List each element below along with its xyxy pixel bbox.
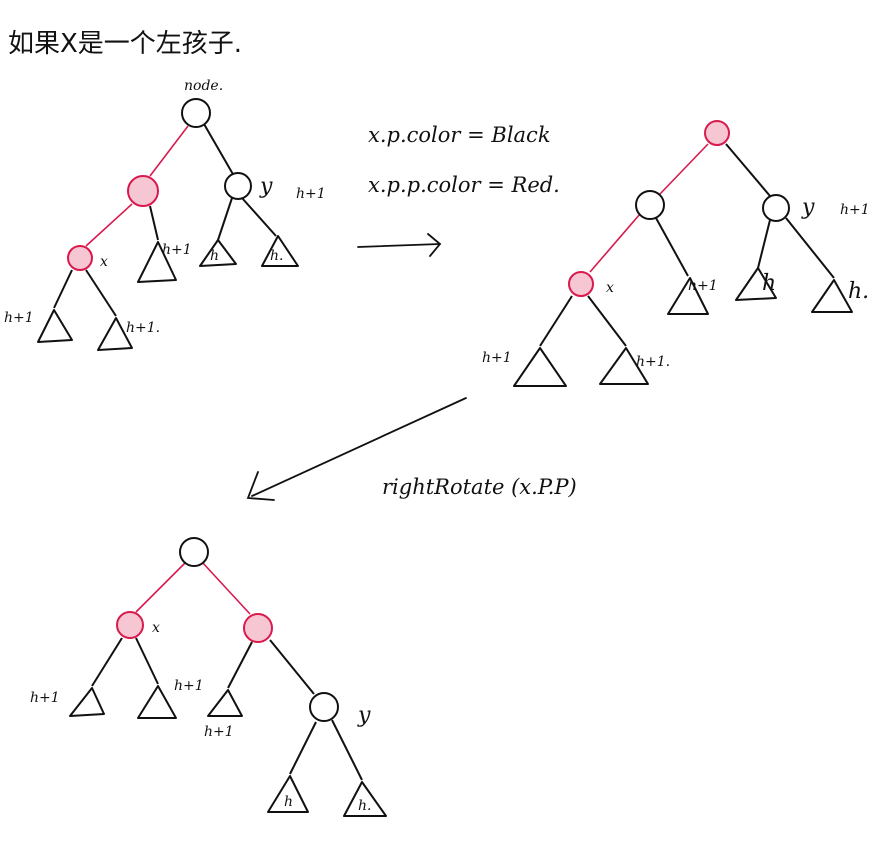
edge-y-left — [757, 219, 771, 269]
node-grandparent-red — [243, 613, 273, 643]
node-y — [309, 692, 339, 722]
node-root-black — [179, 537, 209, 567]
subtree-y-left — [267, 775, 309, 813]
node-x-red — [67, 245, 93, 271]
node-parent-red — [127, 175, 159, 207]
subtree-y-left — [199, 239, 237, 267]
label-h-plus-1: h+1 — [482, 350, 512, 366]
arrow-step2 — [246, 397, 467, 501]
subtree-y-right — [343, 781, 387, 817]
label-x: x — [152, 620, 160, 636]
node-x-red — [568, 271, 594, 297]
edge-y-right — [331, 719, 363, 781]
label-h-plus-1: h+1 — [688, 278, 718, 294]
edge-root-y — [725, 143, 771, 197]
edge-root-grandparent — [201, 561, 251, 615]
edge-parent-x — [85, 203, 133, 247]
label-h: h — [762, 271, 776, 296]
edge-x-right — [135, 637, 159, 685]
subtree-parent-right — [667, 277, 709, 315]
label-h-plus-1: h+1 — [204, 724, 234, 740]
label-h-dot: h. — [270, 248, 283, 264]
edge-y-left — [217, 197, 233, 241]
edge-x-left — [53, 269, 73, 309]
label-h-plus-1: h+1 — [162, 242, 192, 258]
subtree-x-left — [69, 687, 105, 717]
edge-gp-y — [269, 639, 315, 695]
label-y: y — [259, 174, 273, 199]
label-h-plus-1: h+1 — [174, 678, 204, 694]
edge-x-right — [85, 269, 117, 317]
edge-node-parent — [149, 125, 189, 177]
edge-x-left — [91, 637, 123, 687]
edge-gp-left — [227, 641, 253, 689]
edge-root-parent — [659, 143, 709, 195]
label-h: h — [210, 248, 219, 264]
tree-rotated: x y h+1 h+1 h+1 h h. — [30, 537, 387, 817]
label-y: y — [357, 703, 371, 728]
step1-line2: x.p.p.color = Red. — [368, 173, 560, 197]
label-h-plus-1-dot: h+1. — [126, 320, 160, 336]
node-y — [224, 172, 252, 200]
label-h-dot: h. — [358, 798, 371, 814]
node-root — [181, 98, 211, 128]
label-h: h — [284, 794, 293, 810]
edge-parent-x — [589, 213, 641, 273]
label-h-plus-1: h+1 — [296, 186, 326, 202]
label-x: x — [100, 254, 108, 270]
label-h-dot: h. — [848, 279, 869, 304]
edge-x-right — [587, 295, 627, 347]
subtree-y-left — [735, 267, 777, 301]
label-h-plus-1: h+1 — [4, 310, 34, 326]
label-node: node. — [184, 78, 223, 94]
edge-y-right — [241, 197, 277, 237]
subtree-x-left — [37, 309, 73, 343]
node-parent-black — [635, 190, 665, 220]
label-h-plus-1-dot: h+1. — [636, 354, 670, 370]
label-y: y — [801, 195, 815, 220]
subtree-x-left — [513, 347, 567, 387]
subtree-x-right — [137, 685, 177, 719]
edge-y-left — [289, 721, 317, 775]
subtree-y-right — [811, 279, 853, 313]
label-h-plus-1: h+1 — [840, 202, 870, 218]
edge-node-y — [203, 123, 235, 177]
label-h-plus-1: h+1 — [30, 690, 60, 706]
node-grandparent-red — [704, 120, 730, 146]
subtree-x-right — [599, 347, 649, 385]
node-y — [762, 194, 790, 222]
node-x-red — [116, 611, 144, 639]
tree-recolored: y h+1 x h+1 h h. h+1 h+1. — [482, 120, 870, 387]
step1-line1: x.p.color = Black — [368, 123, 551, 147]
tree-initial: node. y h+1 x h+1 h h. h+1 h+1. — [4, 78, 326, 351]
step2-caption: rightRotate (x.P.P) — [382, 475, 577, 499]
edge-root-x — [135, 561, 187, 613]
arrow-step1 — [357, 233, 442, 257]
edge-parent-right — [655, 217, 689, 277]
page-title: 如果X是一个左孩子. — [8, 29, 242, 59]
subtree-gp-left — [207, 689, 243, 717]
edge-y-right — [785, 217, 835, 279]
label-x: x — [606, 280, 614, 296]
subtree-y-right — [261, 235, 299, 267]
edge-parent-right — [149, 205, 159, 241]
edge-x-left — [539, 295, 573, 347]
subtree-x-right — [97, 317, 133, 351]
subtree-parent-right — [137, 241, 177, 283]
